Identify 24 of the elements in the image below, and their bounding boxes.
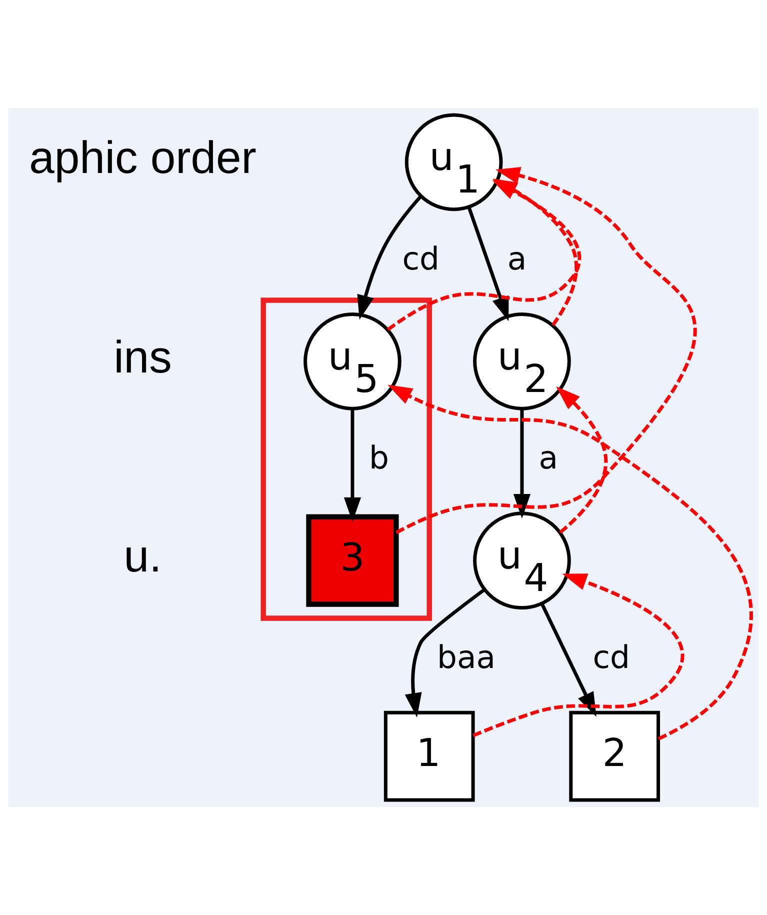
arrow bbox=[556, 386, 608, 534]
arrow bbox=[357, 196, 422, 320]
arrow bbox=[386, 180, 581, 332]
cluster bbox=[260, 298, 432, 621]
node-box: 1 bbox=[384, 710, 475, 802]
arrow bbox=[467, 206, 509, 322]
arrow bbox=[344, 409, 362, 522]
edge-label: b bbox=[368, 440, 389, 477]
label: aphic order bbox=[29, 132, 256, 184]
arrow bbox=[388, 384, 753, 740]
edge-label: baa bbox=[437, 640, 496, 676]
arrow bbox=[472, 574, 684, 738]
label: ins bbox=[114, 331, 172, 382]
arrow bbox=[404, 588, 486, 718]
edge-label: a bbox=[538, 440, 558, 477]
node-box: 3 bbox=[306, 514, 399, 607]
edge-label: cd bbox=[592, 640, 630, 676]
edge-label: a bbox=[507, 241, 527, 278]
edge-label: cd bbox=[402, 241, 440, 278]
label: u. bbox=[124, 530, 162, 582]
arrow bbox=[395, 167, 696, 534]
arrow bbox=[513, 409, 531, 519]
arrow bbox=[540, 602, 596, 717]
node-box: 2 bbox=[569, 710, 660, 802]
